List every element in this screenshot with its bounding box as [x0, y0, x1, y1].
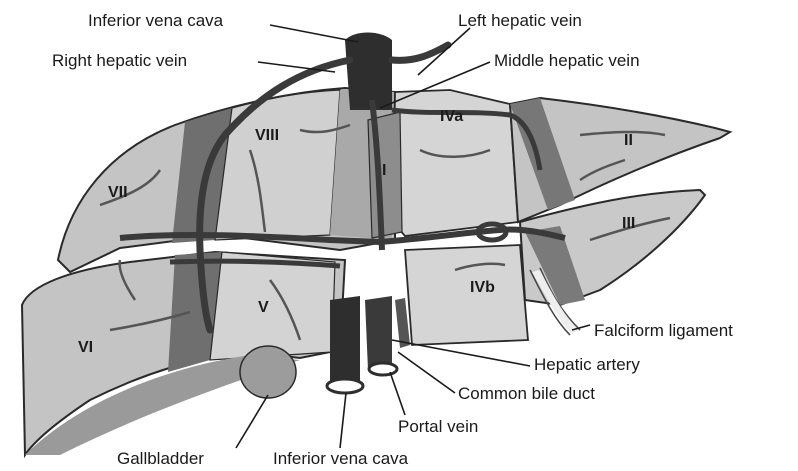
segment-label-i: I [382, 162, 386, 179]
label-portal-vein: Portal vein [398, 417, 478, 436]
segment-label-v: V [258, 299, 269, 316]
label-gallbladder: Gallbladder [117, 449, 204, 468]
segment-v-face [210, 252, 335, 360]
portal-vein-opening [369, 363, 397, 375]
segment-ivb-block [405, 245, 528, 345]
ivc-upper [345, 33, 392, 111]
label-common-bile-duct: Common bile duct [458, 384, 595, 403]
segment-label-iii: III [622, 215, 635, 232]
label-left-hepatic-vein: Left hepatic vein [458, 11, 582, 30]
label-hepatic-artery: Hepatic artery [534, 355, 640, 374]
segment-label-iva: IVa [440, 108, 463, 125]
ivc-lower-opening [327, 379, 363, 393]
segment-label-vi: VI [78, 339, 93, 356]
segment-viii-face [215, 90, 340, 240]
label-right-hepatic-vein: Right hepatic vein [52, 51, 187, 70]
segment-label-ii: II [624, 132, 633, 149]
label-falciform-ligament: Falciform ligament [594, 321, 733, 340]
label-middle-hepatic-vein: Middle hepatic vein [494, 51, 640, 70]
gallbladder-shape [240, 346, 296, 398]
portal-vein-trunk [365, 296, 392, 370]
label-ivc-bottom: Inferior vena cava [273, 449, 409, 468]
left-hepatic-vein [392, 45, 448, 60]
segment-label-ivb: IVb [470, 279, 495, 296]
label-ivc-top: Inferior vena cava [88, 11, 224, 30]
segment-label-vii: VII [108, 184, 128, 201]
ivc-lower [330, 296, 360, 388]
segment-label-viii: VIII [255, 127, 279, 144]
